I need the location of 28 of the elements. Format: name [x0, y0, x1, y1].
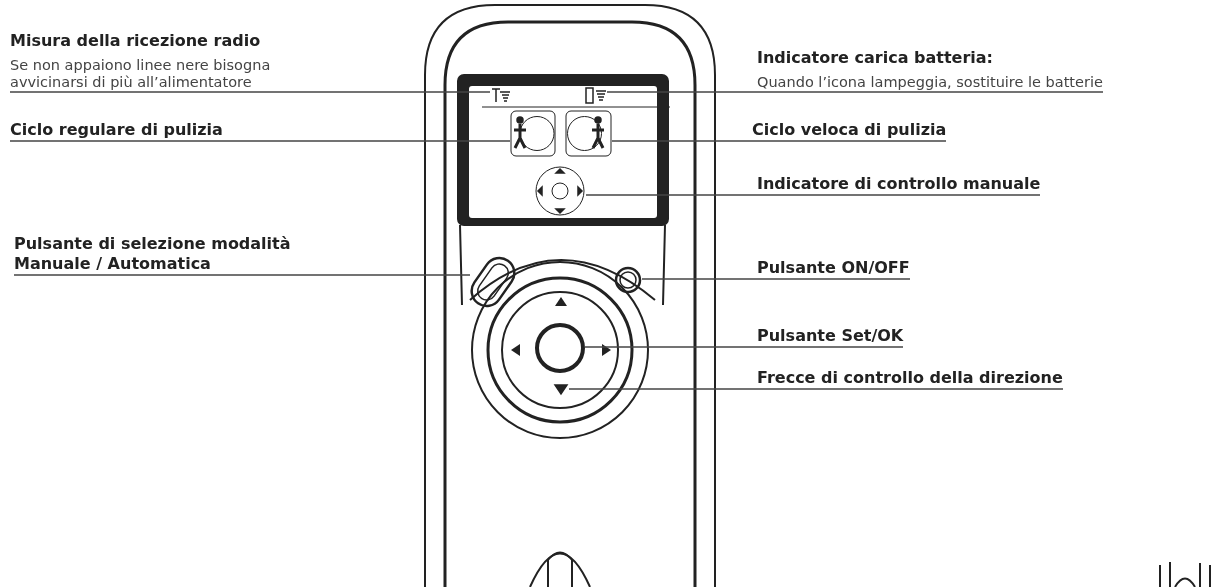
power-button — [614, 266, 642, 294]
walking-figure-clock-icon — [510, 110, 556, 157]
callout-heading: Pulsante di selezione modalità Manuale / Automatica — [14, 234, 292, 274]
leader-line — [584, 346, 904, 348]
callout-heading: Ciclo veloca di pulizia — [752, 120, 947, 140]
running-figure-clock-icon — [565, 110, 612, 157]
antenna-signal-icon — [490, 87, 512, 103]
callout-heading: Pulsante Set/OK — [757, 326, 904, 346]
callout-description: Quando l’icona lampeggia, sostituire le batterie — [757, 74, 1103, 91]
direction-pad-icon — [534, 165, 586, 217]
leader-line — [9, 91, 491, 93]
leader-line — [568, 388, 1064, 390]
ok-button — [535, 323, 585, 373]
callout-heading: Indicatore carica batteria: — [757, 48, 993, 68]
callout-heading: Frecce di controllo della direzione — [757, 368, 1063, 388]
leader-line — [611, 140, 947, 142]
callout-description: Se non appaiono linee nere bisogna avvicinarsi di più all’alimentatore — [10, 57, 272, 91]
callout-heading: Indicatore di controllo manuale — [757, 174, 1041, 194]
leader-line — [13, 274, 471, 276]
leader-line — [641, 278, 911, 280]
leader-line — [585, 194, 1041, 196]
down-arrow-button — [553, 383, 569, 395]
callout-heading: Ciclo regulare di pulizia — [10, 120, 223, 140]
leader-line — [9, 140, 511, 142]
leader-line — [606, 91, 1104, 93]
battery-icon — [585, 86, 607, 104]
callout-heading: Pulsante ON/OFF — [757, 258, 910, 278]
callout-heading: Misura della ricezione radio — [10, 31, 261, 51]
